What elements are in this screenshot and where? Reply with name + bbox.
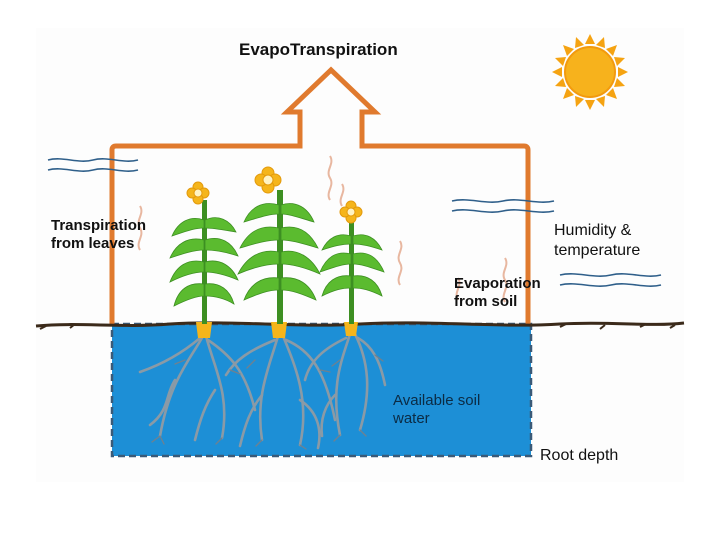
evapotranspiration-arrow <box>109 66 531 324</box>
soil-water-line-1: Available soil <box>393 392 481 409</box>
root-crown <box>196 322 358 338</box>
root-icon <box>138 332 387 450</box>
soil-water-label: Available soil water <box>393 392 480 428</box>
evaporation-line-2: from soil <box>454 293 518 310</box>
wind-lines-icon <box>47 158 139 172</box>
soil-water-line-2: water <box>393 410 430 427</box>
plant-icon <box>169 200 239 324</box>
humidity-line-1: Humidity & <box>554 222 632 239</box>
ground-line <box>35 321 685 330</box>
humidity-label: Humidity & temperature <box>554 221 640 261</box>
transpiration-line-1: Transpiration <box>51 217 147 234</box>
root-icon <box>151 354 384 450</box>
plant-icon <box>319 222 385 324</box>
wind-lines-icon <box>451 199 662 287</box>
plant-icon <box>237 190 321 324</box>
transpiration-line-2: from leaves <box>51 235 135 252</box>
evaporation-label: Evaporation from soil <box>454 275 541 311</box>
evaporation-line-1: Evaporation <box>454 275 541 292</box>
sun-icon <box>552 34 628 110</box>
flower-icon <box>186 166 363 224</box>
humidity-line-2: temperature <box>554 242 641 259</box>
root-depth-label: Root depth <box>540 447 619 464</box>
diagram-title: EvapoTranspiration <box>239 40 398 59</box>
heat-wave-icon <box>137 155 508 303</box>
transpiration-label: Transpiration from leaves <box>51 217 146 253</box>
